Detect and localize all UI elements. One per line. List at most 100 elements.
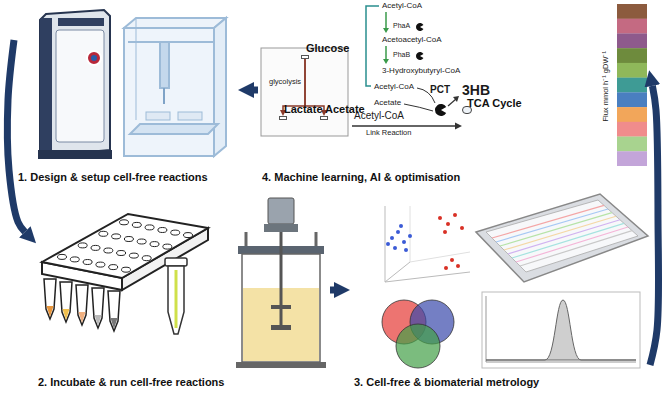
scatter-plot [402,240,406,244]
cycle-arrow [650,86,659,365]
well-plate [70,257,79,262]
pathway-label: Acetyl-CoA [354,110,404,122]
bioreactor [236,198,326,368]
pipette-tips [79,312,86,323]
well-plate [124,237,133,242]
tablet-screen [496,209,608,242]
liquid-handler [136,18,137,120]
liquid-handler [124,18,226,28]
tablet-screen [476,194,648,282]
sample-tube [165,258,187,266]
metabolite-box: Acetate [320,116,328,120]
pathway-label: Acetyl-CoA [382,1,422,10]
well-plate [122,267,131,272]
pipette-tips [95,315,102,326]
cycle-arrow [330,287,334,294]
scatter-plot [438,213,464,270]
pathway-label: 3-Hydroxybutyryl-CoA [382,66,460,75]
tablet-screen [504,216,616,250]
scatter-plot [410,252,470,262]
tablet-screen [512,223,624,258]
scatter-plot [450,258,454,262]
pipette-tips [111,318,118,329]
stage-panel: 1. Design & setup cell-free reactions [14,4,238,187]
pathway-label: PhaA [393,22,410,30]
well-plate [109,265,118,270]
tablet-screen [500,213,612,246]
well-plate [83,260,92,265]
pipette-tips [60,282,72,322]
scatter-plot [390,236,394,240]
pathway-label: glycolysis [269,78,301,87]
pathway-arrows [385,46,387,60]
liquid-handler [130,124,218,134]
scatter-plot [453,213,457,217]
well-plate [78,243,87,248]
color-bar [617,137,647,152]
scatter-plot [456,264,460,268]
scatter-plot [385,262,410,282]
incubator-device [91,55,97,61]
chromatogram [486,300,636,360]
scatter-plot [460,226,464,230]
well-plate [158,228,167,233]
pipette-tips [76,285,88,325]
pipette-tips [108,291,120,331]
bioreactor [271,305,291,309]
tablet-screen [492,205,604,238]
bioreactor [268,198,294,224]
pipette-tips [92,288,104,328]
well-plate [96,262,105,267]
liquid-handler [124,18,226,156]
sample-tube [175,270,178,328]
well-plate [117,251,126,256]
scatter-plot [393,246,397,250]
pathway-column [261,48,348,136]
well-plate [132,222,141,227]
metabolite-box: Lactate [279,116,287,120]
incubator-device [40,18,52,154]
cycle-arrow [7,40,25,232]
chromatogram [482,292,640,368]
color-bar [617,151,647,166]
liquid-handler [160,42,169,88]
liquid-handler [146,112,170,120]
enzyme-symbol [435,104,446,116]
well-plate [112,234,121,239]
tablet-screen [486,200,638,272]
incubator-device [40,10,110,156]
well-plate [99,231,108,236]
bioreactor [280,232,283,330]
pathway-arrows [383,28,389,33]
bioreactor [236,362,326,368]
axis-label: Flux mmol h⁻¹ gDW⁻¹ [601,51,610,122]
bioreactor [271,325,291,330]
pathway-arrows [352,125,456,127]
cycle-arrow [254,87,258,94]
incubator-device [38,10,112,159]
pathway-label: PhaB [393,51,410,59]
pathway-arrows [383,59,389,64]
well-plate [163,244,172,249]
bioreactor [245,232,248,246]
liquid-handler [214,18,226,156]
color-bar [617,48,647,63]
color-bar [617,122,647,137]
well-plate [137,239,146,244]
pathway-label: Link Reaction [366,129,411,138]
scatter-plot [408,234,412,238]
liquid-handler [178,112,202,120]
chromatogram [486,362,636,363]
pathway-label: Acetate [374,98,401,107]
scatter-plot [438,216,442,220]
well-plate [91,245,100,250]
metabolite-name: Lactate [284,103,323,116]
well-plate [104,248,113,253]
pathway-label: 3HB [462,82,490,98]
chromatogram [486,296,487,362]
scatter-plot [396,230,400,234]
pathway-label: PCT [430,84,450,96]
